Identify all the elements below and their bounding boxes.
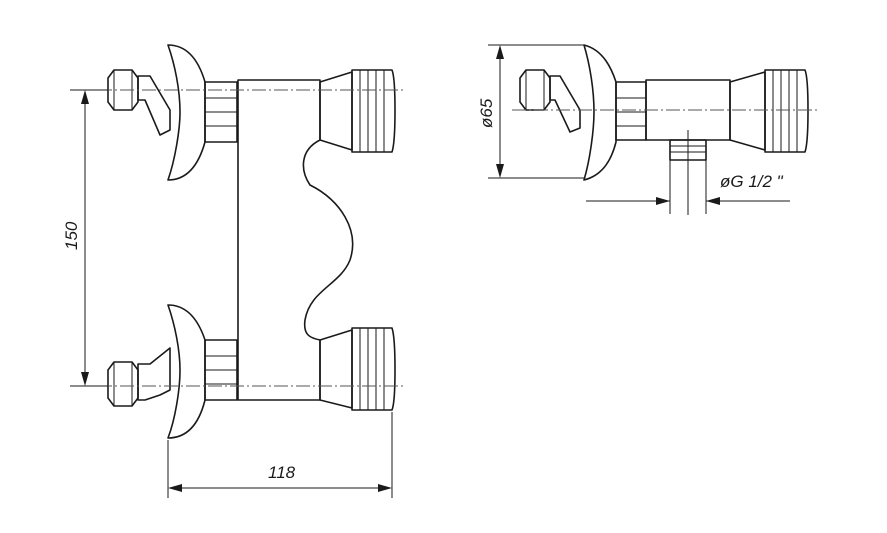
dimension-height: 150 [62,89,108,387]
dimension-rosette-diameter-label: ø65 [477,98,496,128]
lower-hex-nut [204,339,238,401]
side-view: ø65 øG 1/2 " [477,44,818,215]
side-outlet [669,130,707,215]
dimension-thread-label: øG 1/2 " [720,172,784,191]
dimension-thread: øG 1/2 " [586,160,790,214]
upper-handle [319,69,396,153]
dimension-width: 118 [167,412,393,498]
side-eccentric-connector [519,69,581,133]
lower-handle [319,327,396,411]
upper-hex-nut [204,81,238,143]
lower-rosette [167,304,206,439]
side-hex-nut [615,81,647,141]
dimension-width-label: 118 [268,463,296,482]
mixer-body [237,79,354,401]
upper-eccentric-connector [107,69,171,136]
dimension-rosette-diameter: ø65 [477,44,584,179]
side-handle [729,69,809,153]
lower-eccentric-connector [107,347,171,407]
dimension-height-label: 150 [62,221,81,250]
front-view: 150 118 [62,44,405,498]
side-rosette [583,44,617,181]
upper-rosette [167,44,206,181]
